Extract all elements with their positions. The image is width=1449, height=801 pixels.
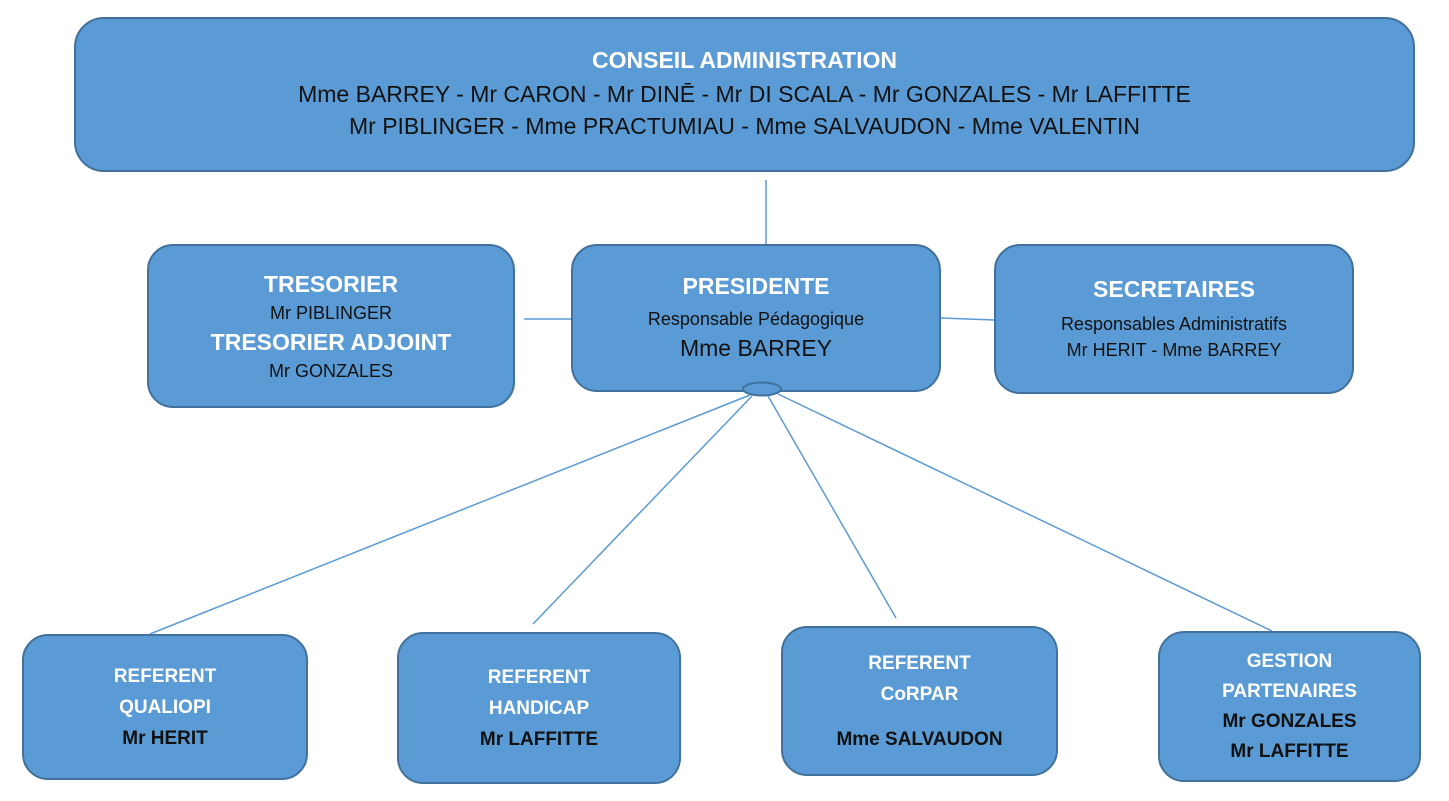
referent-name: Mr LAFFITTE [479, 728, 599, 750]
gestion-name-2: Mr LAFFITTE [1230, 740, 1349, 762]
secretaires-box: SECRETAIRES Responsables Administratifs … [994, 244, 1354, 394]
gestion-type: PARTENAIRES [1222, 680, 1357, 702]
connector-presidente-secretaires [940, 317, 995, 321]
presidente-title: PRESIDENTE [682, 272, 830, 299]
tresorier-adjoint-name: Mr GONZALES [268, 361, 393, 381]
tresorier-adjoint-title: TRESORIER ADJOINT [210, 329, 452, 355]
secretaires-role: Responsables Administratifs [1060, 313, 1288, 334]
secretaires-names: Mr HERIT - Mme BARREY [1066, 339, 1282, 360]
connector-presidente-corpar [767, 395, 897, 619]
presidente-role: Responsable Pédagogique [647, 308, 865, 329]
conseil-administration-box: CONSEIL ADMINISTRATION Mme BARREY - Mr C… [74, 17, 1415, 172]
presidente-connector-node [742, 381, 782, 397]
referent-name: Mr HERIT [122, 727, 208, 749]
referent-label: REFERENT [868, 652, 971, 674]
referent-qualiopi-box: REFERENT QUALIOPI Mr HERIT [22, 634, 308, 780]
presidente-name: Mme BARREY [679, 334, 833, 361]
referent-label: REFERENT [487, 666, 591, 688]
tresorier-title: TRESORIER [263, 271, 399, 297]
tresorier-name: Mr PIBLINGER [269, 303, 393, 323]
conseil-members-line1: Mme BARREY - Mr CARON - Mr DINĒ - Mr DI … [298, 81, 1191, 107]
referent-type: CoRPAR [880, 683, 959, 705]
presidente-box: PRESIDENTE Responsable Pédagogique Mme B… [571, 244, 941, 392]
gestion-name-1: Mr GONZALES [1222, 710, 1357, 732]
connector-presidente-handicap [532, 395, 753, 625]
referent-type: QUALIOPI [119, 696, 211, 718]
connector-presidente-qualiopi [149, 394, 751, 635]
referent-name: Mme SALVAUDON [836, 728, 1003, 750]
referent-handicap-box: REFERENT HANDICAP Mr LAFFITTE [397, 632, 681, 784]
gestion-label: GESTION [1246, 650, 1333, 672]
gestion-partenaires-box: GESTION PARTENAIRES Mr GONZALES Mr LAFFI… [1158, 631, 1421, 782]
referent-label: REFERENT [113, 665, 217, 687]
conseil-title: CONSEIL ADMINISTRATION [592, 47, 897, 73]
tresorier-box: TRESORIER Mr PIBLINGER TRESORIER ADJOINT… [147, 244, 515, 408]
conseil-members-line2: Mr PIBLINGER - Mme PRACTUMIAU - Mme SALV… [348, 113, 1141, 139]
referent-type: HANDICAP [488, 697, 590, 719]
connector-presidente-gestion [777, 393, 1273, 632]
referent-corpar-box: REFERENT CoRPAR Mme SALVAUDON [781, 626, 1058, 776]
secretaires-title: SECRETAIRES [1093, 275, 1255, 302]
